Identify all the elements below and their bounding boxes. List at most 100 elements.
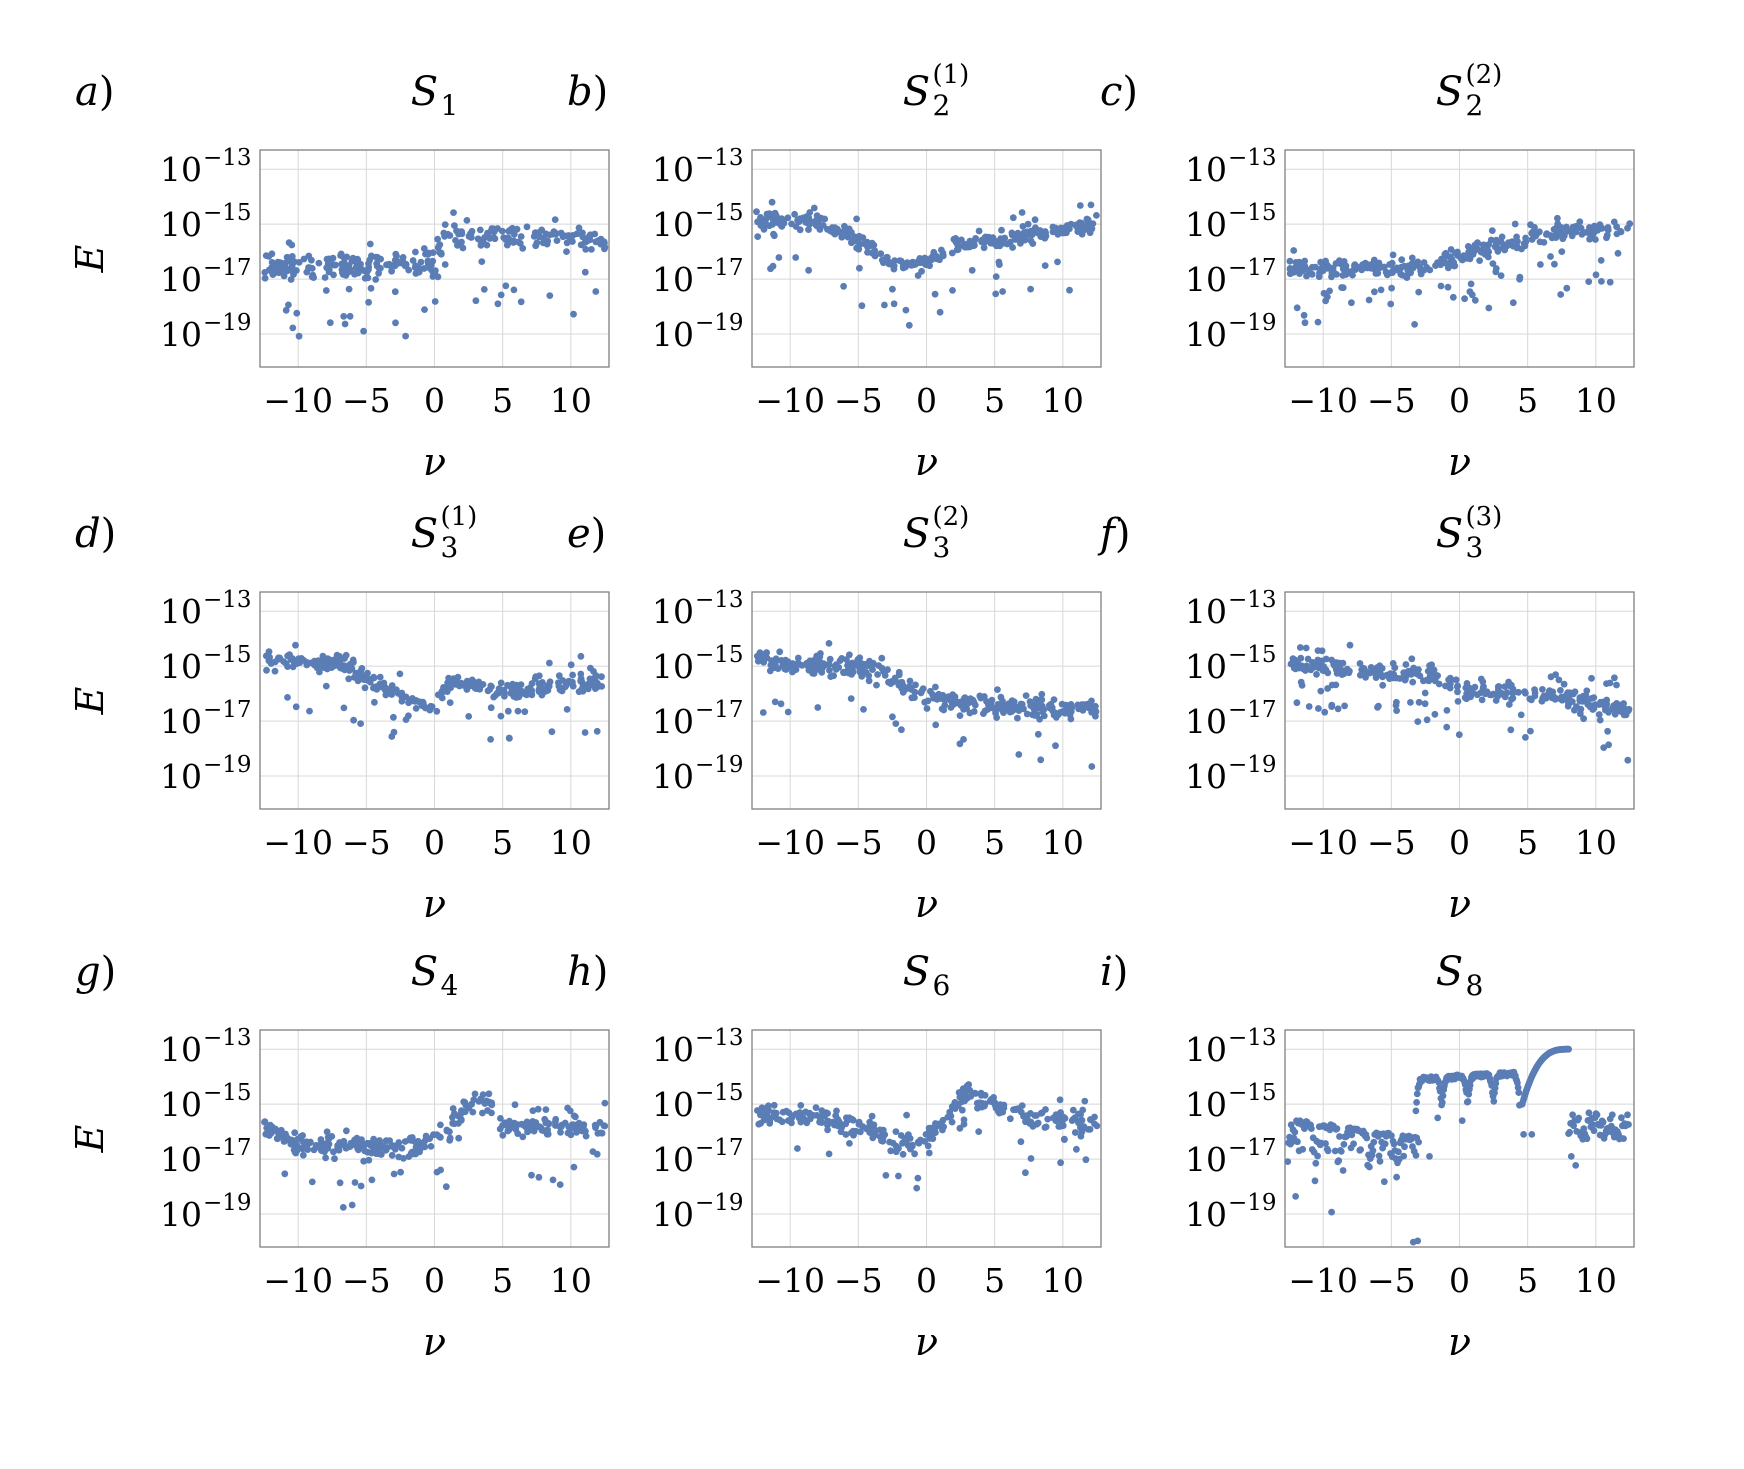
y-tick-exponent: −15 — [695, 642, 744, 668]
data-point — [1387, 300, 1395, 308]
data-point — [436, 249, 444, 256]
panel-letter-paren: ) — [591, 511, 607, 557]
data-point — [1557, 291, 1565, 298]
data-point — [1465, 248, 1473, 256]
data-point — [399, 256, 406, 264]
data-point — [351, 1179, 359, 1186]
data-point — [343, 253, 351, 261]
y-tick-exponent: −13 — [1228, 1025, 1277, 1051]
data-point — [1396, 675, 1404, 682]
data-point — [1569, 223, 1577, 231]
data-point — [402, 716, 410, 723]
x-tick-label: −10 — [755, 1261, 825, 1300]
data-point — [1467, 280, 1475, 288]
data-point — [1522, 734, 1529, 741]
data-point — [292, 703, 300, 711]
data-point — [519, 1133, 527, 1141]
x-tick-label: −10 — [1288, 1261, 1358, 1300]
y-tick-exponent: −17 — [203, 255, 252, 281]
data-point — [899, 1139, 906, 1147]
panel-title-subscript: 6 — [933, 969, 951, 1002]
data-point — [1314, 1152, 1321, 1160]
data-point — [593, 1150, 601, 1158]
data-point — [869, 661, 876, 669]
x-tick-label: 10 — [1575, 823, 1617, 862]
data-point — [915, 1139, 923, 1147]
data-point — [1559, 235, 1567, 243]
data-point — [1614, 249, 1622, 257]
data-point — [376, 673, 384, 681]
panel-title-subscript: 8 — [1466, 969, 1484, 1002]
data-point — [1421, 689, 1429, 697]
data-point — [908, 261, 915, 269]
data-point — [534, 1105, 542, 1113]
y-tick-label: 10 — [652, 1140, 694, 1179]
data-point — [1076, 202, 1084, 209]
data-point — [995, 704, 1003, 712]
data-point — [519, 244, 527, 252]
data-point — [555, 672, 563, 680]
y-tick-exponent: −17 — [203, 1135, 252, 1161]
data-point — [376, 680, 384, 688]
data-point — [390, 713, 397, 721]
data-point — [1557, 687, 1564, 694]
data-point — [370, 1135, 377, 1143]
data-point — [433, 707, 441, 715]
data-point — [483, 1097, 490, 1105]
panel-letter-char: a — [75, 69, 99, 115]
data-point — [826, 667, 833, 674]
data-point — [357, 1182, 365, 1190]
data-point — [360, 1157, 368, 1165]
data-point — [992, 273, 1000, 280]
data-point — [1411, 321, 1418, 328]
data-point — [1588, 695, 1595, 702]
panel-letter-char: h — [567, 949, 593, 995]
data-point — [346, 667, 353, 674]
data-point — [388, 267, 395, 275]
data-point — [1286, 257, 1294, 265]
data-point — [1507, 726, 1515, 734]
data-point — [261, 1118, 268, 1126]
data-point — [1390, 266, 1397, 273]
data-point — [573, 1128, 580, 1136]
data-point — [352, 671, 360, 678]
data-point — [770, 230, 777, 238]
data-point — [322, 287, 330, 294]
data-point — [810, 204, 818, 212]
data-point — [1068, 1117, 1076, 1124]
plot-frame — [751, 591, 1102, 810]
data-point — [1426, 266, 1434, 274]
data-point — [528, 1171, 535, 1179]
data-point — [1389, 251, 1397, 259]
data-point — [1437, 282, 1445, 290]
panel-title-subscript: 4 — [441, 969, 459, 1002]
data-point — [1376, 1157, 1384, 1165]
data-point — [860, 706, 867, 713]
data-point — [345, 1143, 353, 1151]
data-point — [1073, 1145, 1080, 1153]
data-point — [846, 1114, 853, 1122]
data-point — [1031, 712, 1039, 719]
data-point — [1312, 263, 1319, 271]
data-point — [1600, 744, 1608, 751]
data-point — [759, 1111, 767, 1119]
data-point — [1558, 248, 1566, 256]
data-point — [866, 1128, 873, 1136]
data-point — [441, 221, 449, 229]
panel-title-superscript: (1) — [441, 502, 478, 532]
data-point — [1388, 284, 1395, 292]
data-point — [877, 250, 885, 258]
data-point — [427, 1143, 435, 1150]
data-point — [1347, 268, 1355, 275]
data-point — [1590, 704, 1598, 712]
data-point — [1377, 286, 1385, 294]
y-tick-label: 10 — [160, 592, 202, 631]
data-point — [551, 216, 559, 224]
panel-letter-paren: ) — [593, 949, 609, 995]
y-tick-label: 10 — [1185, 1195, 1227, 1234]
data-point — [592, 288, 600, 295]
data-point — [836, 657, 844, 664]
data-point — [405, 1136, 413, 1144]
y-tick-label: 10 — [160, 315, 202, 354]
data-point — [936, 308, 944, 316]
